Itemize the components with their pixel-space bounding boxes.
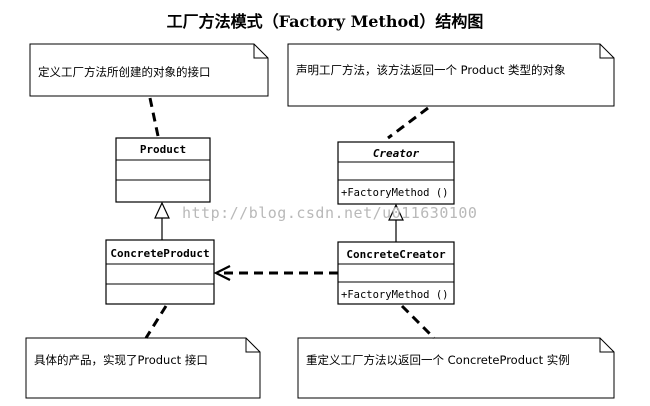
creator-note-connector bbox=[387, 106, 429, 140]
note-creator: 声明工厂方法，该方法返回一个 Product 类型的对象 bbox=[287, 43, 615, 107]
class-product: Product bbox=[115, 137, 211, 203]
note-concrete-creator-text: 重定义工厂方法以返回一个 ConcreteProduct 实例 bbox=[306, 353, 570, 367]
watermark-text: http://blog.csdn.net/u011630100 bbox=[182, 204, 477, 222]
class-concrete-creator-name: ConcreteCreator bbox=[346, 248, 446, 261]
dependency-arrow bbox=[213, 265, 338, 281]
class-product-name: Product bbox=[140, 143, 186, 156]
class-creator-name: Creator bbox=[373, 147, 420, 160]
class-concrete-creator: ConcreteCreator +FactoryMethod () bbox=[337, 241, 455, 305]
note-creator-text: 声明工厂方法，该方法返回一个 Product 类型的对象 bbox=[296, 63, 565, 77]
class-creator: Creator +FactoryMethod () bbox=[337, 141, 455, 205]
note-product-text: 定义工厂方法所创建的对象的接口 bbox=[38, 65, 211, 79]
note-concrete-product-text: 具体的产品，实现了Product 接口 bbox=[34, 353, 208, 367]
concrete-creator-note-connector bbox=[400, 304, 436, 340]
product-note-connector bbox=[148, 97, 160, 137]
inheritance-creator-arrow bbox=[388, 203, 404, 242]
class-concrete-creator-method: +FactoryMethod () bbox=[341, 289, 448, 301]
concrete-product-note-connector bbox=[144, 305, 168, 339]
inheritance-product-arrow bbox=[154, 201, 170, 240]
note-product: 定义工厂方法所创建的对象的接口 bbox=[29, 43, 269, 97]
diagram-title: 工厂方法模式（Factory Method）结构图 bbox=[166, 12, 484, 31]
note-concrete-creator: 重定义工厂方法以返回一个 ConcreteProduct 实例 bbox=[297, 337, 615, 399]
class-creator-method: +FactoryMethod () bbox=[341, 187, 448, 199]
class-concrete-product-name: ConcreteProduct bbox=[110, 247, 209, 260]
class-concrete-product: ConcreteProduct bbox=[105, 239, 215, 305]
note-concrete-product: 具体的产品，实现了Product 接口 bbox=[25, 337, 261, 399]
